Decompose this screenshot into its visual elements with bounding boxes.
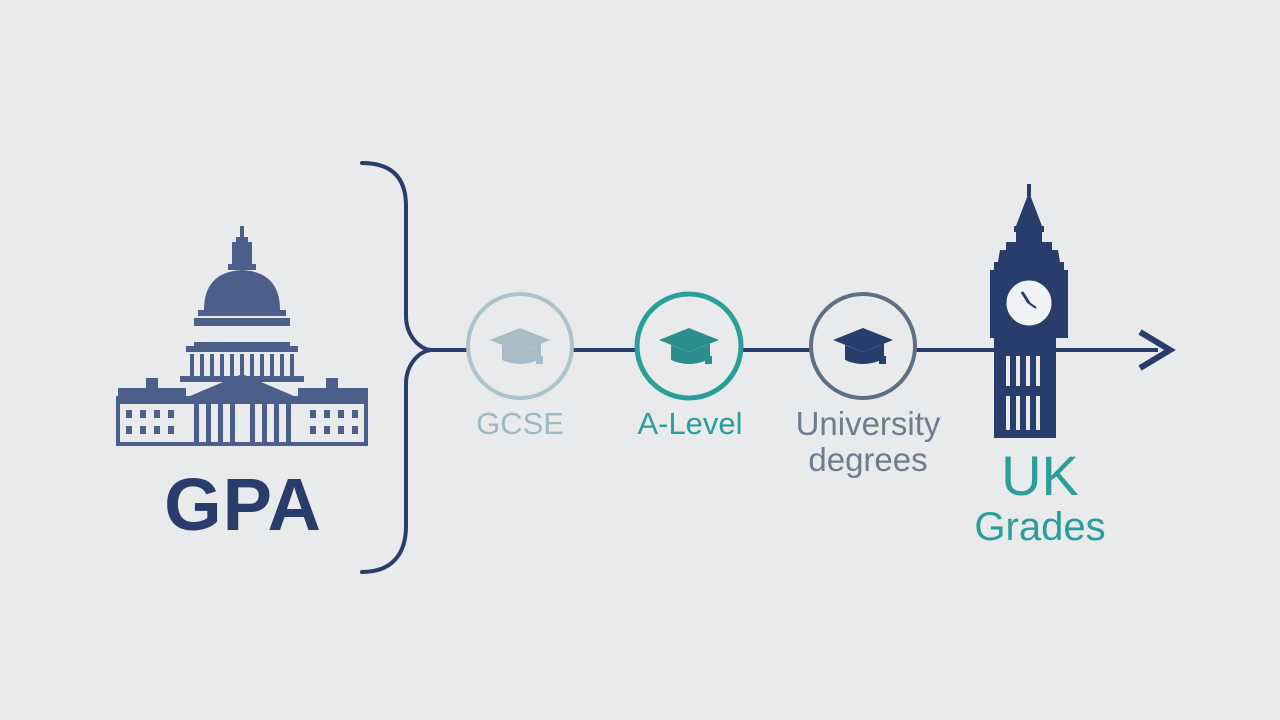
stage-label-university: University degrees [795,405,941,478]
graduation-cap-icon [490,328,550,364]
capitol-building-icon [116,226,368,446]
stage-node-university [809,292,917,400]
curly-brace [360,161,433,574]
destination-label-grades: Grades [974,505,1106,549]
stage-node-a-level [634,291,744,401]
graduation-cap-icon [659,328,719,364]
big-ben-tower-icon [990,184,1068,438]
stage-label-a-level: A-Level [637,406,743,441]
gpa-label: GPA [164,463,322,546]
graduation-cap-icon [833,328,893,364]
destination-label-uk: UK [1001,444,1079,507]
stage-node-gcse [466,292,574,400]
arrow-head-icon [1138,329,1176,371]
stage-label-gcse: GCSE [476,406,564,441]
